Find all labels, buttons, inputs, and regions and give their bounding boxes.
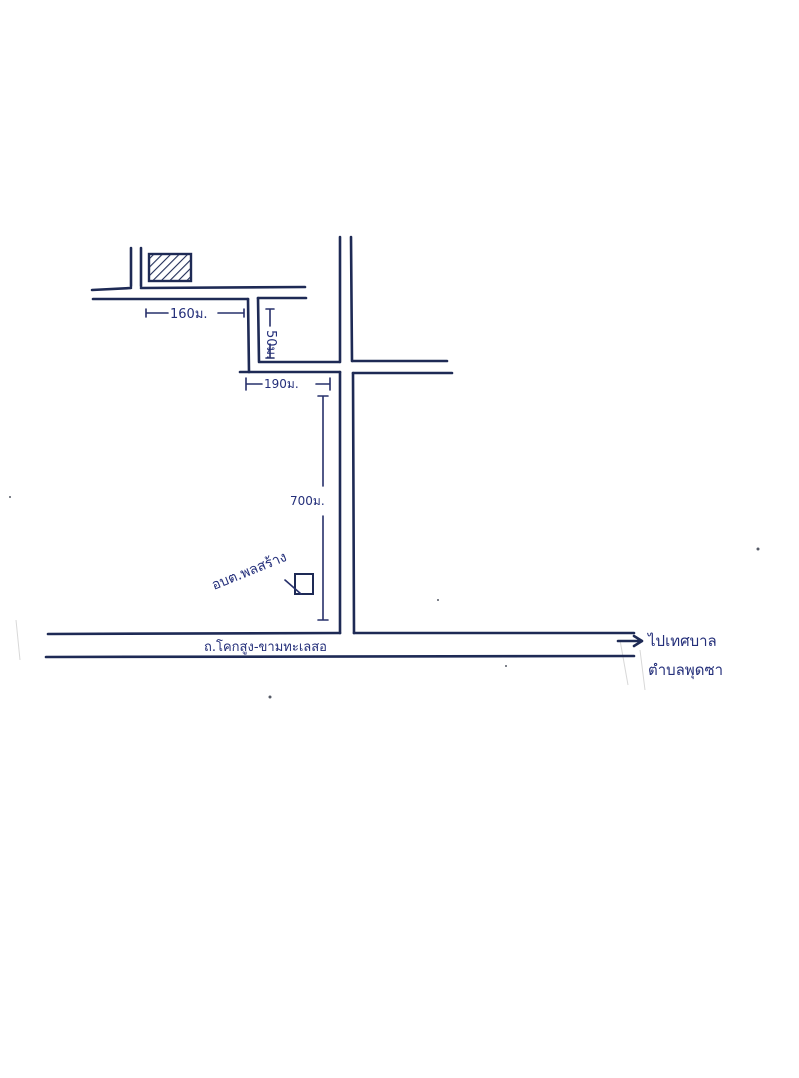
small-square-building-icon [284,573,314,595]
dimension-label-top-vertical: 50ม. [263,330,278,359]
dimension-label-top-horizontal: 160ม. [170,307,208,322]
direction-label-line2: ตำบลพุดซา [648,661,723,680]
direction-label-line1: ไปเทศบาล [647,632,717,650]
dimension-label-middle-horizontal: 190ม. [264,377,299,391]
dimension-marks [145,308,331,621]
road-connector-left [246,297,251,374]
office-label: อบต.พลสร้าง [210,549,290,594]
scan-artifacts [9,496,760,699]
dimension-label-long-vertical: 700ม. [290,494,325,508]
road-network [44,235,644,659]
direction-arrow-icon [616,634,644,648]
road-top-horizontal-upper [90,285,307,292]
hatched-building-icon [147,252,193,283]
road-bottom-upper [46,631,636,636]
road-main-vertical-right [349,235,356,635]
road-name-label: ถ.โคกสูง-ขามทะเลสอ [204,639,327,655]
road-bottom-lower [44,654,636,659]
road-connector-right [256,296,341,364]
